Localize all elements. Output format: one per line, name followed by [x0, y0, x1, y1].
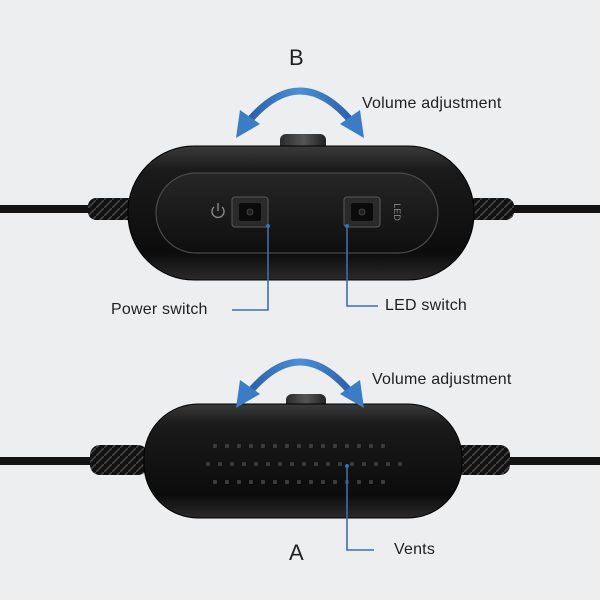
- vent-hole: [230, 462, 234, 466]
- power-switch-knob: [246, 208, 254, 216]
- vents-label: Vents: [394, 541, 436, 558]
- cable-right: [460, 205, 600, 213]
- vent-hole: [297, 444, 301, 448]
- led-switch-knob: [358, 208, 366, 216]
- arrowhead-b-left: [236, 110, 260, 138]
- vent-hole: [213, 480, 217, 484]
- controller-b: LED: [0, 87, 600, 311]
- callout-led: [346, 226, 378, 307]
- vent-hole: [266, 462, 270, 466]
- vent-hole: [225, 444, 229, 448]
- power-switch-label: Power switch: [111, 301, 208, 318]
- vents-grid: [206, 444, 402, 484]
- arrowhead-a-left: [236, 380, 260, 408]
- vent-hole: [285, 444, 289, 448]
- cable-left-a: [0, 457, 140, 465]
- controller-body-a: [143, 403, 463, 519]
- vent-hole: [398, 462, 402, 466]
- strain-relief-left: [88, 198, 140, 220]
- cable-right-a: [460, 457, 600, 465]
- vent-hole: [254, 462, 258, 466]
- vent-hole: [386, 462, 390, 466]
- vent-hole: [321, 444, 325, 448]
- vent-hole: [326, 462, 330, 466]
- vent-hole: [249, 480, 253, 484]
- vent-hole: [314, 462, 318, 466]
- volume-label-a: Volume adjustment: [372, 371, 512, 388]
- cable-left: [0, 205, 140, 213]
- vent-hole: [350, 462, 354, 466]
- vent-hole: [237, 480, 241, 484]
- vent-hole: [374, 462, 378, 466]
- vent-hole: [261, 480, 265, 484]
- rotation-arrow-a: [245, 358, 355, 397]
- vent-hole: [213, 444, 217, 448]
- callout-led-dot: [345, 224, 349, 228]
- led-icon-text: LED: [392, 203, 402, 221]
- vent-hole: [206, 462, 210, 466]
- vent-hole: [333, 444, 337, 448]
- vent-hole: [273, 480, 277, 484]
- callout-power: [232, 226, 269, 311]
- vent-hole: [218, 462, 222, 466]
- vent-hole: [309, 480, 313, 484]
- vent-hole: [369, 480, 373, 484]
- vent-hole: [338, 462, 342, 466]
- vent-hole: [249, 444, 253, 448]
- controller-a: [0, 358, 600, 551]
- vent-hole: [225, 480, 229, 484]
- arrowhead-a-right: [340, 380, 364, 408]
- vent-hole: [309, 444, 313, 448]
- vent-hole: [357, 444, 361, 448]
- vent-hole: [278, 462, 282, 466]
- vent-hole: [362, 462, 366, 466]
- panel-a-letter: A: [289, 540, 304, 565]
- rotation-arrow-b: [245, 87, 355, 125]
- callout-vents: [346, 466, 374, 551]
- vent-hole: [302, 462, 306, 466]
- panel-b-letter: B: [289, 45, 304, 70]
- strain-relief-left-a: [90, 445, 148, 475]
- led-switch-label: LED switch: [385, 297, 468, 314]
- vent-hole: [345, 444, 349, 448]
- vent-hole: [290, 462, 294, 466]
- vent-hole: [297, 480, 301, 484]
- vent-hole: [285, 480, 289, 484]
- vent-hole: [369, 444, 373, 448]
- vent-hole: [381, 480, 385, 484]
- vent-hole: [357, 480, 361, 484]
- strain-relief-right: [462, 198, 514, 220]
- button-panel: [155, 172, 439, 254]
- callout-power-dot: [266, 224, 270, 228]
- vent-hole: [273, 444, 277, 448]
- vent-hole: [237, 444, 241, 448]
- vent-hole: [381, 444, 385, 448]
- vent-hole: [261, 444, 265, 448]
- vent-hole: [242, 462, 246, 466]
- arrowhead-b-right: [340, 110, 364, 138]
- callout-vents-dot: [345, 464, 349, 468]
- vent-hole: [321, 480, 325, 484]
- power-icon: [211, 203, 225, 219]
- strain-relief-right-a: [452, 445, 510, 475]
- vent-hole: [333, 480, 337, 484]
- volume-label-b: Volume adjustment: [362, 95, 502, 112]
